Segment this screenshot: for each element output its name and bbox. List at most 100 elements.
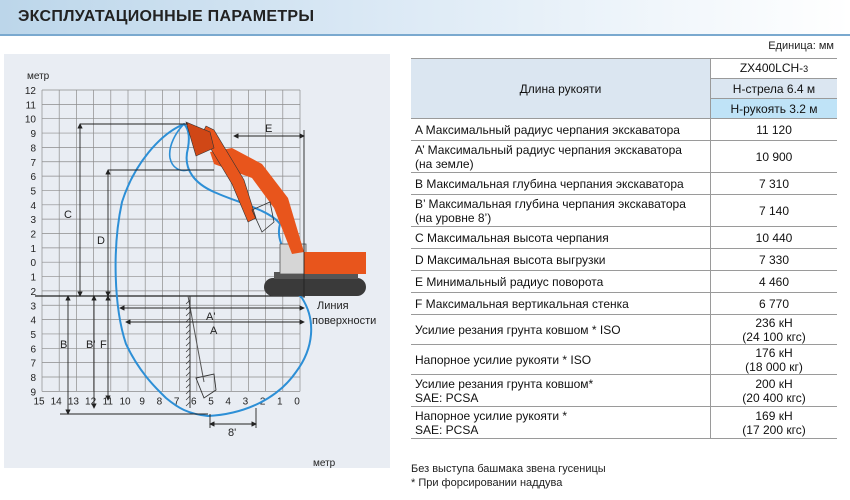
- x-tick-label: 7: [174, 396, 180, 407]
- spec-value: 176 кН(18 000 кг): [710, 344, 837, 375]
- y-tick-label: 8: [30, 373, 36, 384]
- spec-label-line2: SAE: PCSA: [415, 422, 479, 437]
- unit-label: Единица: мм: [768, 40, 834, 52]
- spec-value: 236 кН(24 100 кгс): [710, 314, 837, 345]
- ground-line-label-1: Линия: [317, 300, 349, 312]
- page-header: ЭКСПЛУАТАЦИОННЫЕ ПАРАМЕТРЫ: [0, 0, 850, 36]
- hatch-mark: [185, 365, 191, 371]
- dim-label-d: D: [97, 235, 105, 247]
- spec-value: 7 310: [710, 172, 837, 195]
- spec-value-line1: 169 кН: [755, 408, 793, 423]
- y-tick-label: 7: [30, 359, 36, 370]
- spec-label: B’ Максимальная глубина черпания экскава…: [411, 194, 711, 227]
- hatch-mark: [185, 341, 191, 347]
- y-tick-label: 2: [30, 287, 36, 298]
- spec-label: Усилие резания грунта ковшом * ISO: [411, 314, 711, 345]
- spec-value: 169 кН(17 200 кгс): [710, 406, 837, 439]
- dim-label-a: A: [210, 325, 218, 337]
- spec-label: E Минимальный радиус поворота: [411, 270, 711, 293]
- footnotes: Без выступа башмака звена гусеницы * При…: [411, 462, 606, 490]
- spec-value-line2: (17 200 кгс): [742, 422, 806, 437]
- spec-label-line2: (на уровне 8’): [415, 210, 492, 225]
- footnote-1: Без выступа башмака звена гусеницы: [411, 463, 606, 475]
- y-tick-label: 5: [30, 186, 36, 197]
- x-tick-label: 0: [294, 396, 300, 407]
- y-tick-label: 0: [30, 258, 36, 269]
- footnote-2: * При форсировании наддува: [411, 477, 563, 489]
- y-tick-label: 9: [30, 129, 36, 140]
- boom-cell: H-стрела 6.4 м: [710, 78, 837, 99]
- y-tick-label: 6: [30, 172, 36, 183]
- spec-value: 7 140: [710, 194, 837, 227]
- y-tick-label: 11: [26, 100, 37, 111]
- x-tick-label: 11: [103, 396, 114, 407]
- spec-label-line1: Напорное усилие рукояти *: [415, 408, 568, 423]
- spec-label-line2: SAE: PCSA: [415, 390, 479, 405]
- dim-label-e: E: [265, 123, 272, 135]
- hatch-mark: [185, 353, 191, 359]
- dim-label-eight: 8': [228, 427, 236, 439]
- arm-cell: H-рукоять 3.2 м: [710, 98, 837, 119]
- spec-value: 11 120: [710, 118, 837, 141]
- arm-length-header: Длина рукояти: [411, 58, 711, 119]
- y-tick-label: 8: [30, 143, 36, 154]
- x-tick-label: 6: [191, 396, 197, 407]
- hatch-mark: [185, 389, 191, 395]
- spec-label: Напорное усилие рукояти * ISO: [411, 344, 711, 375]
- header-rule: [0, 34, 850, 36]
- hatch-mark: [185, 401, 191, 407]
- spec-label-line1: B’ Максимальная глубина черпания экскава…: [415, 196, 686, 211]
- page-title: ЭКСПЛУАТАЦИОННЫЕ ПАРАМЕТРЫ: [18, 8, 315, 25]
- spec-label: C Максимальная высота черпания: [411, 226, 711, 249]
- hatch-mark: [185, 335, 191, 341]
- spec-value: 10 900: [710, 140, 837, 173]
- x-tick-label: 10: [119, 396, 131, 407]
- x-tick-label: 1: [277, 396, 283, 407]
- spec-value-line2: (20 400 кгс): [742, 390, 806, 405]
- digging-envelope: [114, 122, 313, 418]
- spec-value-line1: 176 кН: [755, 345, 793, 360]
- spec-label: Усилие резания грунта ковшом*SAE: PCSA: [411, 374, 711, 407]
- spec-label: A’ Максимальный радиус черпания экскават…: [411, 140, 711, 173]
- dim-label-a-prime: A': [206, 311, 215, 323]
- x-tick-label: 4: [225, 396, 231, 407]
- x-axis-unit: метр: [313, 458, 336, 469]
- hatch-mark: [185, 299, 191, 305]
- spec-value: 200 кН(20 400 кгс): [710, 374, 837, 407]
- y-tick-label: 9: [30, 387, 36, 398]
- wall-hatch: [185, 299, 191, 407]
- y-tick-label: 3: [30, 215, 36, 226]
- hatch-mark: [185, 329, 191, 335]
- spec-label: D Максимальная высота выгрузки: [411, 248, 711, 271]
- small-bucket-outline: [251, 201, 275, 233]
- spec-value: 7 330: [710, 248, 837, 271]
- spec-label-line1: A’ Максимальный радиус черпания экскават…: [415, 142, 682, 157]
- model-suffix: 3: [803, 64, 809, 74]
- dim-label-b: B: [60, 339, 67, 351]
- excavator-body: [304, 252, 366, 274]
- x-tick-label: 9: [139, 396, 145, 407]
- ground-line-label-2: поверхности: [312, 315, 376, 327]
- x-tick-label: 3: [243, 396, 249, 407]
- dim-label-f: F: [100, 339, 107, 351]
- hatch-mark: [185, 383, 191, 389]
- low-bucket-outline: [195, 373, 217, 399]
- spec-value-line2: (24 100 кгс): [742, 329, 806, 344]
- y-tick-label: 12: [25, 86, 37, 97]
- dimension-lines: [60, 123, 305, 428]
- x-tick-label: 8: [157, 396, 163, 407]
- x-tick-label: 5: [208, 396, 214, 407]
- excavator-bucket: [185, 121, 215, 157]
- x-tick-label: 12: [85, 396, 97, 407]
- spec-label-line2: (на земле): [415, 156, 474, 171]
- y-axis-unit: метр: [27, 71, 50, 82]
- spec-value-line1: 236 кН: [755, 315, 793, 330]
- spec-value: 10 440: [710, 226, 837, 249]
- hatch-mark: [185, 347, 191, 353]
- x-tick-label: 15: [33, 396, 45, 407]
- hatch-mark: [185, 371, 191, 377]
- y-tick-label: 2: [30, 230, 36, 241]
- spec-label: B Максимальная глубина черпания экскават…: [411, 172, 711, 195]
